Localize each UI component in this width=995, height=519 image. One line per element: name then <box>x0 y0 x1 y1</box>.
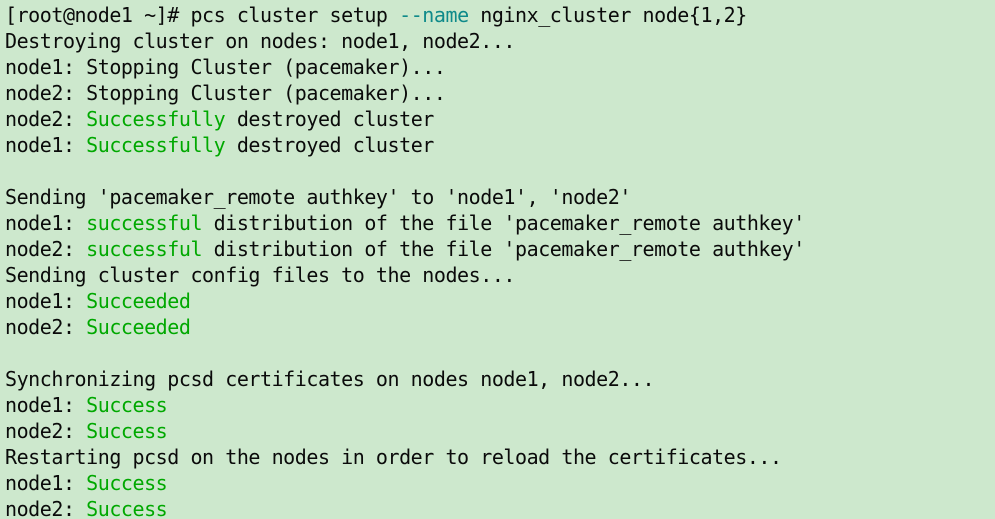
line-node2-succeeded: node2: Succeeded <box>5 314 995 340</box>
line-blank-1 <box>5 158 995 184</box>
text-segment-default: destroyed cluster <box>225 107 435 131</box>
text-segment-green: successful <box>86 211 203 235</box>
line-node1-restart-success: node1: Success <box>5 470 995 496</box>
text-segment-green: Success <box>86 393 168 417</box>
line-node2-stopping: node2: Stopping Cluster (pacemaker)... <box>5 80 995 106</box>
text-segment-default: node1: <box>5 211 87 235</box>
line-node1-sync-success: node1: Success <box>5 392 995 418</box>
text-segment-default: node2: <box>5 315 87 339</box>
text-segment-default: distribution of the file 'pacemaker_remo… <box>202 237 806 261</box>
text-segment-default: node1: Stopping Cluster (pacemaker)... <box>5 55 446 79</box>
text-segment-default: node2: <box>5 419 87 443</box>
text-segment-default: node2: Stopping Cluster (pacemaker)... <box>5 81 446 105</box>
line-node1-authkey: node1: successful distribution of the fi… <box>5 210 995 236</box>
text-segment-green: Success <box>86 471 168 495</box>
line-sending-authkey: Sending 'pacemaker_remote authkey' to 'n… <box>5 184 995 210</box>
line-node2-restart-success: node2: Success <box>5 496 995 519</box>
line-node2-destroyed: node2: Successfully destroyed cluster <box>5 106 995 132</box>
text-segment-default: Destroying cluster on nodes: node1, node… <box>5 29 516 53</box>
text-segment-green: Succeeded <box>86 315 191 339</box>
line-node1-destroyed: node1: Successfully destroyed cluster <box>5 132 995 158</box>
line-destroying: Destroying cluster on nodes: node1, node… <box>5 28 995 54</box>
text-segment-default <box>5 341 17 365</box>
text-segment-default: Restarting pcsd on the nodes in order to… <box>5 445 782 469</box>
line-node2-sync-success: node2: Success <box>5 418 995 444</box>
line-node2-authkey: node2: successful distribution of the fi… <box>5 236 995 262</box>
text-segment-default: distribution of the file 'pacemaker_remo… <box>202 211 806 235</box>
text-segment-default <box>5 159 17 183</box>
text-segment-default: nginx_cluster node{1,2} <box>468 3 747 27</box>
text-segment-default: Sending cluster config files to the node… <box>5 263 516 287</box>
text-segment-default: Synchronizing pcsd certificates on nodes… <box>5 367 655 391</box>
text-segment-default: Sending 'pacemaker_remote authkey' to 'n… <box>5 185 631 209</box>
text-segment-green: Succeeded <box>86 289 191 313</box>
terminal-output-area: [root@node1 ~]# pcs cluster setup --name… <box>5 2 995 519</box>
text-segment-green: Success <box>86 497 168 519</box>
text-segment-default: node1: <box>5 393 87 417</box>
line-restarting: Restarting pcsd on the nodes in order to… <box>5 444 995 470</box>
text-segment-default: node2: <box>5 497 87 519</box>
text-segment-default: node1: <box>5 289 87 313</box>
text-segment-default: destroyed cluster <box>225 133 435 157</box>
line-synchronizing: Synchronizing pcsd certificates on nodes… <box>5 366 995 392</box>
text-segment-default: node2: <box>5 237 87 261</box>
text-segment-teal: --name <box>399 3 469 27</box>
text-segment-green: Successfully <box>86 133 226 157</box>
line-node1-succeeded: node1: Succeeded <box>5 288 995 314</box>
text-segment-green: Successfully <box>86 107 226 131</box>
text-segment-default: node1: <box>5 471 87 495</box>
text-segment-default: node1: <box>5 133 87 157</box>
text-segment-green: Success <box>86 419 168 443</box>
text-segment-green: successful <box>86 237 203 261</box>
line-command: [root@node1 ~]# pcs cluster setup --name… <box>5 2 995 28</box>
line-node1-stopping: node1: Stopping Cluster (pacemaker)... <box>5 54 995 80</box>
text-segment-default: [root@node1 ~]# pcs cluster setup <box>5 3 400 27</box>
line-blank-2 <box>5 340 995 366</box>
line-sending-config: Sending cluster config files to the node… <box>5 262 995 288</box>
text-segment-default: node2: <box>5 107 87 131</box>
